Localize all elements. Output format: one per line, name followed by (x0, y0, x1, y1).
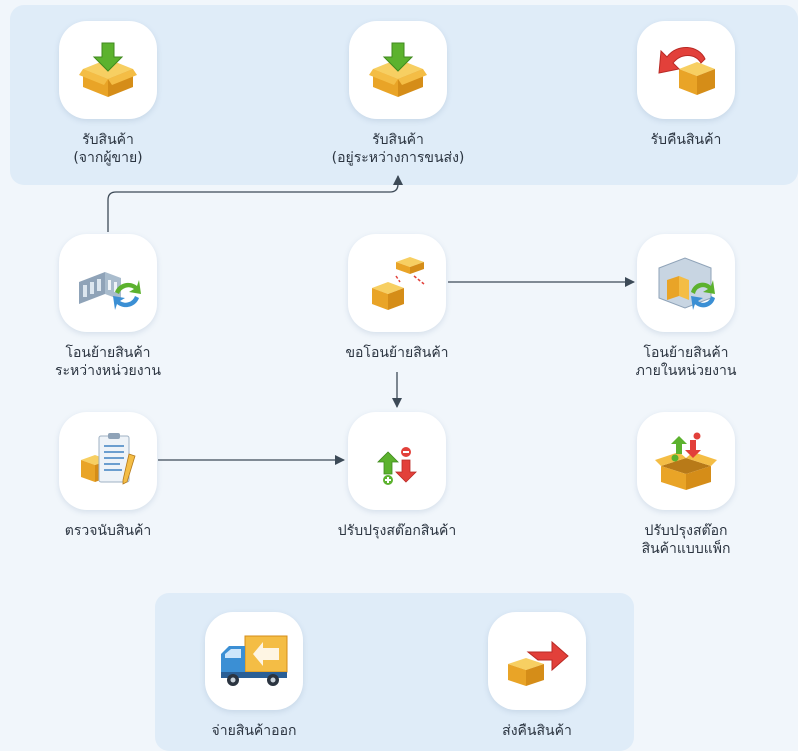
node-label: โอนย้ายสินค้า ภายในหน่วยงาน (635, 345, 737, 379)
node-label: รับสินค้า (อยู่ระหว่างการขนส่ง) (331, 132, 465, 166)
return-box-icon (658, 47, 715, 95)
receive-box-icon (79, 42, 137, 97)
node-transfer-within-unit[interactable]: โอนย้ายสินค้า ภายในหน่วยงาน (576, 234, 796, 380)
node-label: โอนย้ายสินค้า ระหว่างหน่วยงาน (55, 345, 161, 379)
transfer-within-unit-icon (658, 257, 715, 310)
request-transfer-icon (372, 257, 425, 310)
node-receive-in-transit[interactable]: รับสินค้า (อยู่ระหว่างการขนส่ง) (288, 21, 508, 167)
node-send-return[interactable]: ส่งคืนสินค้า (427, 612, 647, 740)
send-return-box-icon (508, 640, 569, 686)
node-transfer-between-units[interactable]: โอนย้ายสินค้า ระหว่างหน่วยงาน (0, 234, 218, 380)
node-stock-adjust[interactable]: ปรับปรุงสต๊อกสินค้า (287, 412, 507, 540)
arrow-transfer-to-transit (107, 175, 403, 232)
node-stock-count[interactable]: ตรวจนับสินค้า (0, 412, 218, 540)
stock-adjust-icon (377, 447, 417, 485)
node-label: รับสินค้า (จากผู้ขาย) (73, 132, 143, 166)
node-label: ปรับปรุงสต๊อก สินค้าแบบแพ็ก (641, 523, 731, 557)
transfer-between-units-icon (79, 272, 141, 310)
node-receive-from-vendor[interactable]: รับสินค้า (จากผู้ขาย) (0, 21, 218, 167)
pack-stock-adjust-icon (655, 432, 717, 490)
node-label: ตรวจนับสินค้า (64, 523, 152, 539)
node-receive-return[interactable]: รับคืนสินค้า (576, 21, 796, 149)
delivery-truck-icon (221, 635, 288, 686)
receive-box-icon (369, 42, 427, 97)
node-request-transfer[interactable]: ขอโอนย้ายสินค้า (287, 234, 507, 362)
node-label: ปรับปรุงสต๊อกสินค้า (337, 523, 457, 539)
node-label: ขอโอนย้ายสินค้า (345, 345, 449, 361)
stock-count-clipboard-icon (81, 433, 136, 485)
node-label: รับคืนสินค้า (650, 132, 722, 148)
node-issue-goods[interactable]: จ่ายสินค้าออก (144, 612, 364, 740)
node-label: ส่งคืนสินค้า (502, 723, 572, 739)
node-label: จ่ายสินค้าออก (211, 723, 297, 739)
node-pack-stock-adjust[interactable]: ปรับปรุงสต๊อก สินค้าแบบแพ็ก (576, 412, 796, 558)
